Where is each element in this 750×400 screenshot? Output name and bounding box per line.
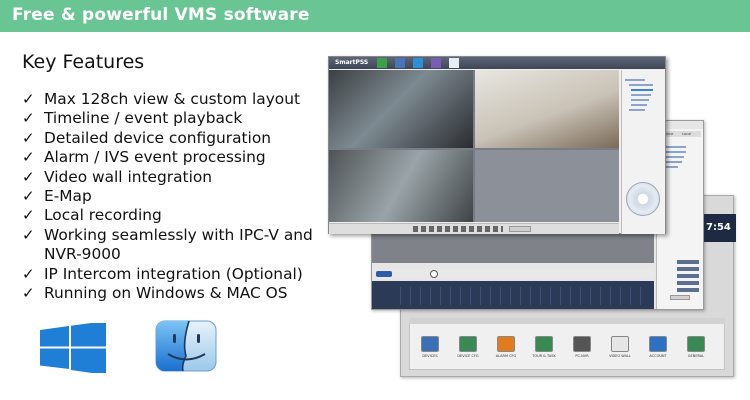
- home-tile-icon[interactable]: [459, 336, 477, 352]
- play-icon[interactable]: [430, 270, 438, 278]
- feature-text: Alarm / IVS event processing: [44, 148, 266, 167]
- playback-controls: [372, 269, 654, 279]
- layout-toolbar: [329, 223, 619, 234]
- feature-item: ✓ Running on Windows & MAC OS: [22, 284, 337, 303]
- home-tile-icon[interactable]: [611, 336, 629, 352]
- feature-text: Max 128ch view & custom layout: [44, 90, 301, 108]
- feature-item: ✓ IP Intercom integration (Optional): [22, 265, 337, 284]
- video-tile-3[interactable]: [329, 150, 473, 222]
- check-icon: ✓: [22, 264, 35, 283]
- feature-text: IP Intercom integration (Optional): [44, 264, 303, 283]
- feature-item: ✓ Timeline / event playback: [22, 109, 337, 128]
- check-icon: ✓: [22, 284, 35, 303]
- side-tab-bar: Device Local: [659, 131, 701, 137]
- feature-item: ✓ Max 128ch view & custom layout: [22, 90, 337, 109]
- feature-item: ✓ Working seamlessly with IPC-V and NVR-9…: [22, 226, 337, 265]
- clock-panel: 7:54: [704, 214, 736, 242]
- video-grid: [329, 70, 619, 222]
- screenshot-live-view: SmartPSS: [328, 56, 666, 234]
- feature-text: Working seamlessly with IPC-V and NVR-90…: [44, 225, 313, 264]
- feature-text: E-Map: [44, 187, 92, 206]
- feature-item: ✓ Local recording: [22, 206, 337, 225]
- home-tile-icon[interactable]: [573, 336, 591, 352]
- device-tree: [660, 143, 700, 183]
- clock-text: 7:54: [706, 222, 731, 233]
- feature-text: Detailed device configuration: [44, 128, 272, 147]
- home-tile-icon[interactable]: [687, 336, 705, 352]
- video-tile-2[interactable]: [475, 70, 619, 148]
- home-tile-label: DEVICE CFG: [457, 354, 479, 358]
- home-tile-icon[interactable]: [421, 336, 439, 352]
- side-tab-local[interactable]: Local: [682, 132, 692, 136]
- check-icon: ✓: [22, 109, 35, 128]
- stream-select[interactable]: [509, 226, 531, 232]
- feature-text: Local recording: [44, 206, 162, 225]
- feature-text: Timeline / event playback: [44, 109, 243, 128]
- home-tile-label: ALARM CFG: [495, 354, 517, 358]
- side-tab-device[interactable]: Device: [661, 132, 674, 136]
- tile-panel-header: [409, 318, 725, 324]
- feature-item: ✓ Video wall integration: [22, 168, 337, 187]
- check-icon: ✓: [22, 90, 35, 108]
- video-tile-4[interactable]: [475, 150, 619, 222]
- header-banner: Free & powerful VMS software: [0, 0, 750, 32]
- toolbar-icon-add[interactable]: [449, 58, 459, 68]
- features-heading: Key Features: [22, 51, 145, 73]
- mac-finder-logo-icon: [155, 320, 217, 372]
- home-tile-label: TOUR & TASK: [532, 354, 556, 358]
- playback-button[interactable]: [376, 271, 392, 277]
- app-title-bar: SmartPSS: [329, 57, 665, 69]
- check-icon: ✓: [22, 148, 35, 167]
- toolbar-icon-live[interactable]: [395, 58, 405, 68]
- feature-item: ✓ E-Map: [22, 187, 337, 206]
- tile-panel: [409, 318, 725, 370]
- layout-buttons[interactable]: [413, 226, 503, 232]
- toolbar-icon-home[interactable]: [377, 58, 387, 68]
- feature-text: Video wall integration: [44, 167, 213, 186]
- check-icon: ✓: [22, 225, 35, 244]
- home-tile-label: PC-NVR: [575, 354, 589, 358]
- home-tile-label: DEVICES: [422, 354, 438, 358]
- home-tile-icon[interactable]: [649, 336, 667, 352]
- ptz-control[interactable]: [626, 182, 660, 216]
- banner-title: Free & powerful VMS software: [12, 5, 310, 25]
- app-name: SmartPSS: [335, 59, 369, 66]
- feature-text: Running on Windows & MAC OS: [44, 284, 288, 303]
- toolbar-icon-alarm[interactable]: [431, 58, 441, 68]
- home-tile-label: ACCOUNT: [649, 354, 667, 358]
- toolbar-icon-playback[interactable]: [413, 58, 423, 68]
- check-icon: ✓: [22, 187, 35, 206]
- check-icon: ✓: [22, 206, 35, 225]
- timeline[interactable]: [372, 281, 654, 309]
- home-tile-label: GENERAL: [687, 354, 705, 358]
- feature-item: ✓ Detailed device configuration: [22, 129, 337, 148]
- search-form: [661, 257, 699, 307]
- feature-list: ✓ Max 128ch view & custom layout ✓ Timeline…: [22, 90, 337, 303]
- check-icon: ✓: [22, 128, 35, 147]
- home-tile-icon[interactable]: [535, 336, 553, 352]
- home-tile-icon[interactable]: [497, 336, 515, 352]
- home-tile-label: VIDEO WALL: [609, 354, 631, 358]
- check-icon: ✓: [22, 167, 35, 186]
- right-panel: [621, 70, 665, 234]
- feature-item: ✓ Alarm / IVS event processing: [22, 148, 337, 167]
- video-tile-1[interactable]: [329, 70, 473, 148]
- windows-logo-icon: [40, 323, 106, 373]
- device-tree: [625, 76, 663, 130]
